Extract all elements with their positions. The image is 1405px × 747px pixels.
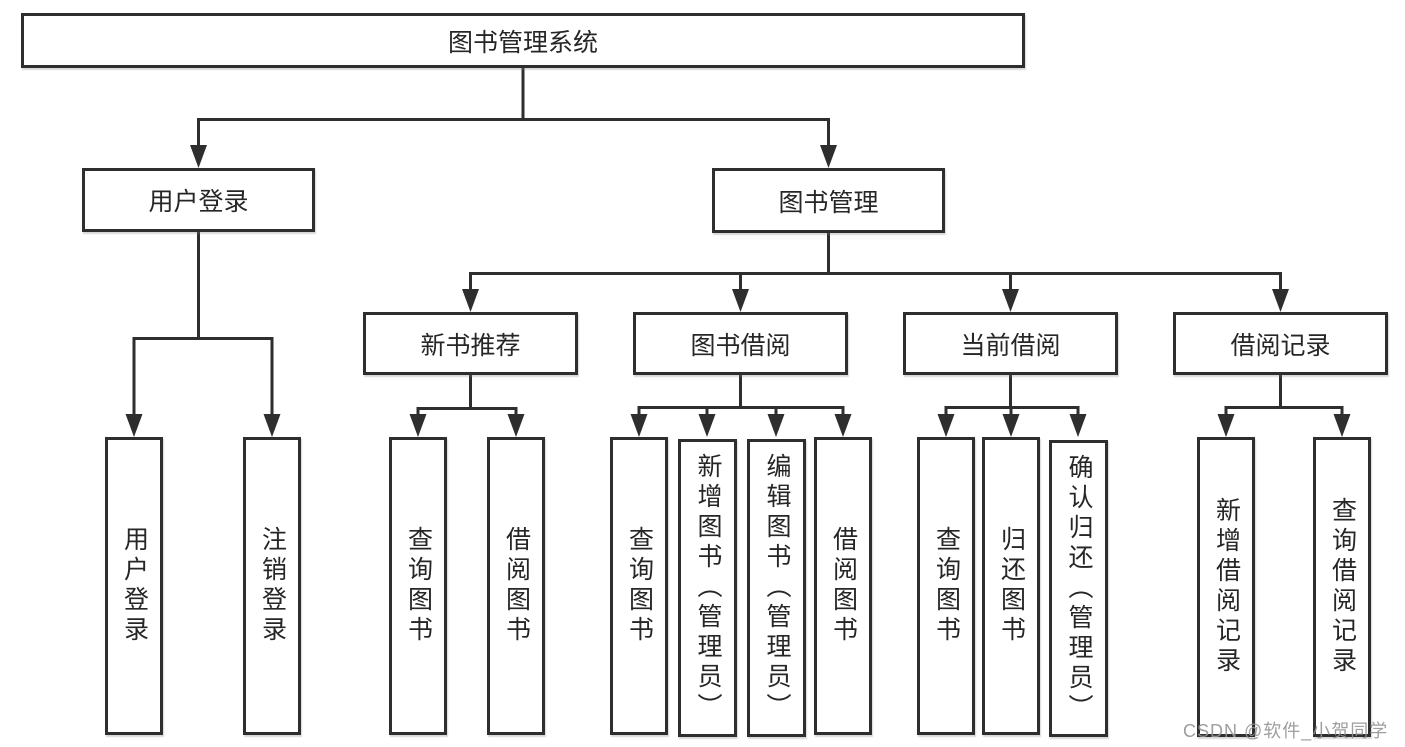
leaf-cb-confirm-return-admin: 确认归还（管理员） <box>1049 440 1108 737</box>
leaf-label: 编辑图书（管理员） <box>763 453 791 723</box>
leaf-br-add-record: 新增借阅记录 <box>1197 437 1255 737</box>
node-book-management: 图书管理 <box>712 168 945 233</box>
node-label: 图书借阅 <box>690 331 791 360</box>
leaf-label: 用户登录 <box>120 526 149 646</box>
node-current-borrowing: 当前借阅 <box>903 312 1118 375</box>
leaf-logout: 注销登录 <box>243 437 301 735</box>
node-label: 图书管理系统 <box>447 28 598 57</box>
leaf-label: 借阅图书 <box>502 526 531 646</box>
node-label: 当前借阅 <box>960 331 1061 360</box>
connector-newbook-to-children <box>416 375 518 419</box>
leaf-br-query-record: 查询借阅记录 <box>1313 437 1371 737</box>
leaf-label: 查询图书 <box>404 526 433 646</box>
node-borrowing-records: 借阅记录 <box>1173 312 1388 375</box>
leaf-user-login: 用户登录 <box>105 437 163 735</box>
connector-bookmgmt-to-level3 <box>469 232 1282 294</box>
node-label: 图书管理 <box>778 188 879 217</box>
leaf-cb-return-books: 归还图书 <box>982 437 1040 735</box>
leaf-label: 确认归还（管理员） <box>1065 453 1093 724</box>
leaf-bb-add-books-admin: 新增图书（管理员） <box>678 439 737 737</box>
leaf-nb-query-books: 查询图书 <box>389 437 447 735</box>
csdn-watermark: CSDN @软件_小贺同学 <box>1183 721 1389 741</box>
node-new-book-recommend: 新书推荐 <box>363 312 578 375</box>
node-label: 用户登录 <box>148 188 249 216</box>
leaf-label: 借阅图书 <box>829 526 858 646</box>
connector-currentborrow-to-children <box>944 375 1080 419</box>
node-library-system: 图书管理系统 <box>21 13 1025 68</box>
leaf-cb-query-books: 查询图书 <box>917 437 975 735</box>
connector-records-to-children <box>1224 375 1344 419</box>
leaf-label: 查询借阅记录 <box>1328 497 1357 677</box>
leaf-label: 新增借阅记录 <box>1212 497 1241 677</box>
connector-bookborrow-to-children <box>637 375 845 419</box>
node-label: 借阅记录 <box>1230 331 1331 360</box>
leaf-nb-borrow-books: 借阅图书 <box>487 437 545 735</box>
node-label: 新书推荐 <box>420 331 521 360</box>
leaf-label: 新增图书（管理员） <box>694 453 722 723</box>
leaf-label: 归还图书 <box>997 526 1026 646</box>
node-book-borrowing: 图书借阅 <box>633 312 848 375</box>
leaf-bb-borrow-books: 借阅图书 <box>814 437 872 735</box>
leaf-bb-edit-books-admin: 编辑图书（管理员） <box>747 439 806 737</box>
leaf-bb-query-books: 查询图书 <box>610 437 668 735</box>
leaf-label: 查询图书 <box>932 526 961 646</box>
leaf-label: 查询图书 <box>625 526 654 646</box>
connector-root-to-level2 <box>197 68 830 150</box>
connector-userlogin-to-children <box>132 232 274 419</box>
node-user-login: 用户登录 <box>82 168 315 232</box>
arrowheads <box>125 145 1351 437</box>
leaf-label: 注销登录 <box>258 526 287 646</box>
